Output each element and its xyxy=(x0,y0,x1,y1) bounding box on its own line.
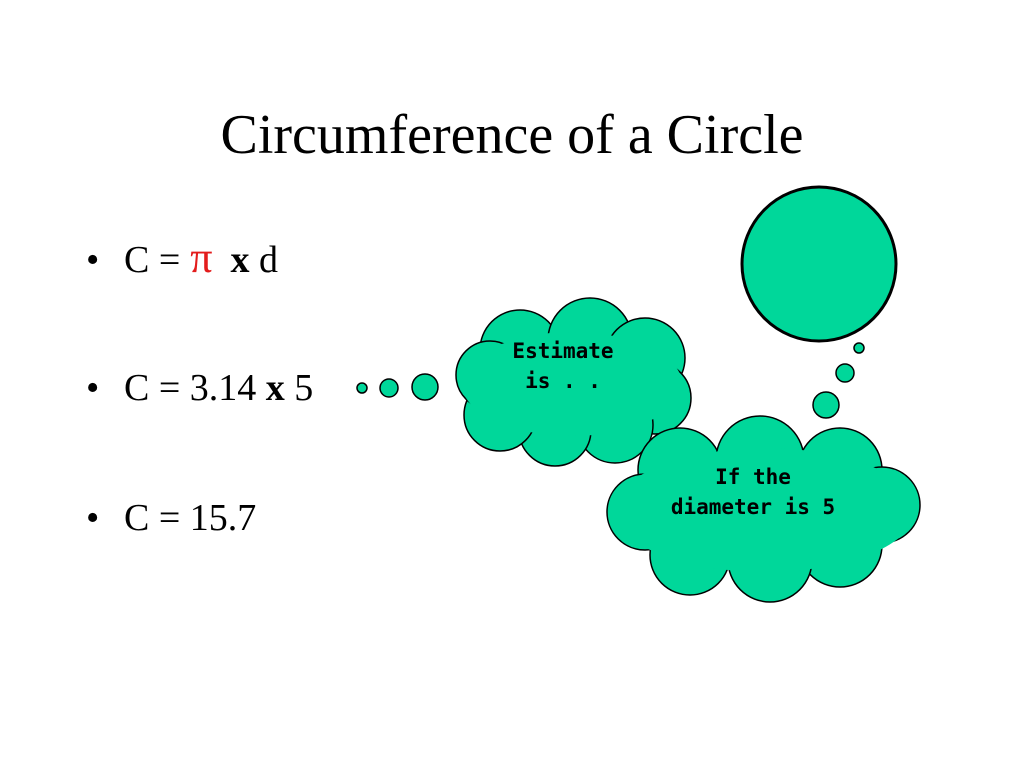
bullet-result: • C = 15.7 xyxy=(86,496,256,540)
thought-dot-large xyxy=(411,373,439,401)
slide-title: Circumference of a Circle xyxy=(220,104,804,166)
bullet-marker: • xyxy=(86,367,100,409)
thought-dot-medium xyxy=(379,378,399,398)
diameter-bubble-text: If the diameter is 5 xyxy=(640,462,866,522)
thought-dot-small xyxy=(356,382,368,394)
diameter-cloud xyxy=(606,415,921,603)
result-text: C = 15.7 xyxy=(124,497,257,539)
bullet-substitution: • C = 3.14 x 5 xyxy=(86,366,313,410)
estimate-line-1: Estimate xyxy=(512,339,614,363)
substitution-lhs: C = 3.14 xyxy=(124,367,257,409)
bullet-marker: • xyxy=(86,497,100,539)
diameter-line-1: If the xyxy=(715,465,791,489)
bullet-marker: • xyxy=(86,239,100,281)
estimate-cloud xyxy=(455,297,692,467)
times-sign: x xyxy=(265,367,285,409)
thought-dot-large xyxy=(812,391,840,419)
thought-dot-small xyxy=(853,342,865,354)
thought-dot-medium xyxy=(835,363,855,383)
formula-rhs: d xyxy=(259,239,278,281)
estimate-bubble-text: Estimate is . . xyxy=(488,336,638,396)
big-circle xyxy=(740,185,898,343)
pi-symbol: π xyxy=(190,233,213,282)
diameter-line-2: diameter is 5 xyxy=(670,495,836,519)
estimate-line-2: is . . xyxy=(525,369,601,393)
substitution-rhs: 5 xyxy=(294,367,314,409)
formula-lhs: C = xyxy=(124,239,181,281)
times-sign: x xyxy=(230,239,250,281)
